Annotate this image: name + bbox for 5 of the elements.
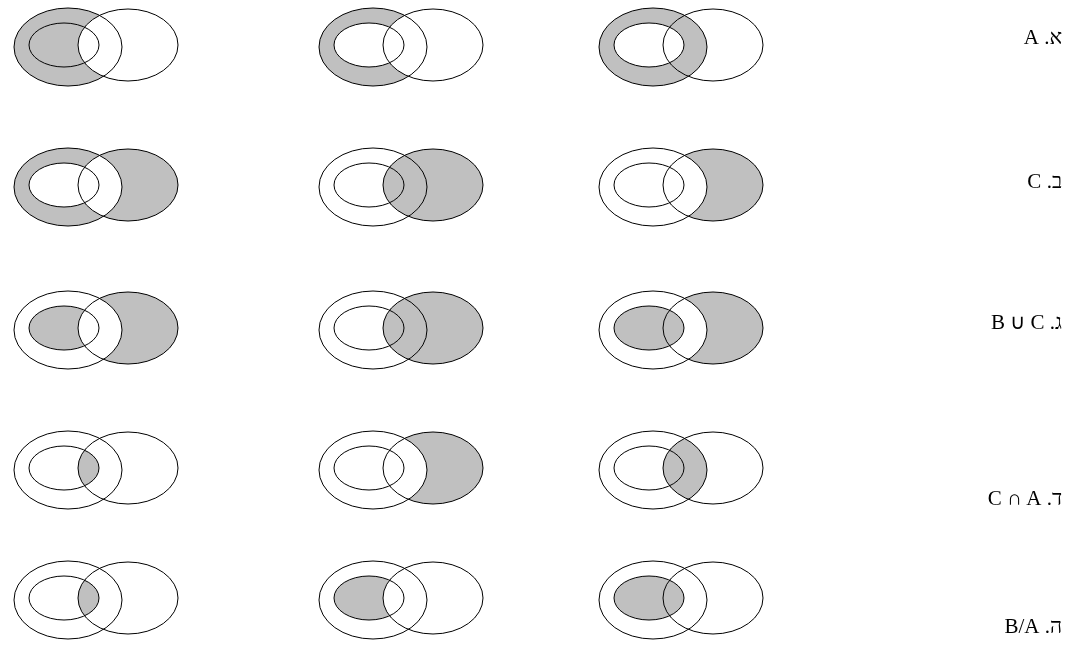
option-label: ה. B/A xyxy=(1004,614,1062,639)
option-label: א. A xyxy=(1023,25,1062,50)
option-label: ד. C ∩ A xyxy=(987,486,1062,511)
option-label: ב. C xyxy=(1027,169,1062,194)
option-label: ג. B ∪ C xyxy=(991,310,1062,335)
